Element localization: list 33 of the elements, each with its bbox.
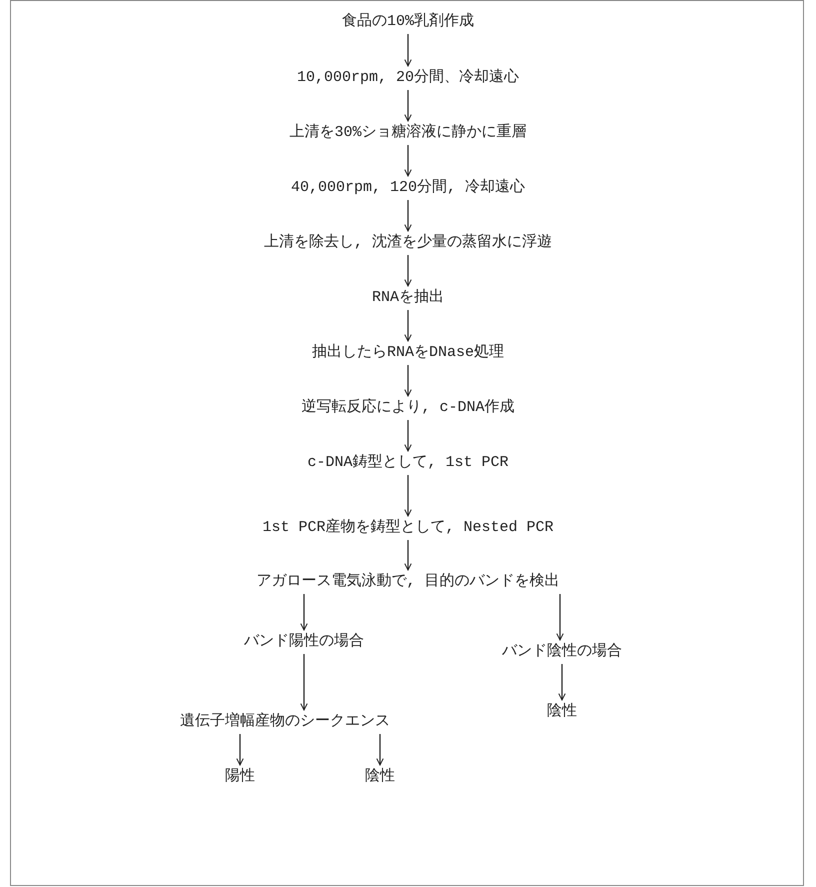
arrow (404, 310, 412, 342)
arrow (556, 594, 564, 640)
step-text: 遺伝子増幅産物のシークエンス (180, 713, 390, 731)
step-text: 抽出したらRNAをDNase処理 (312, 344, 504, 362)
step-text: 1st PCR産物を鋳型として, Nested PCR (262, 519, 554, 537)
step-text: 陰性 (365, 768, 395, 786)
arrow (404, 475, 412, 516)
arrow (404, 540, 412, 570)
step-text: 40,000rpm, 120分間, 冷却遠心 (290, 179, 526, 197)
step-text: 上清を30%ショ糖溶液に静かに重層 (290, 124, 526, 142)
arrow (404, 200, 412, 232)
arrow (300, 654, 308, 710)
arrow (558, 664, 566, 700)
step-text: 食品の10%乳剤作成 (342, 13, 474, 31)
arrow (404, 145, 412, 176)
arrow (236, 734, 244, 766)
step-text: 陰性 (547, 703, 577, 721)
arrow (404, 34, 412, 66)
step-text: 上清を除去し, 沈渣を少量の蒸留水に浮遊 (264, 234, 552, 252)
step-text: 陽性 (225, 768, 255, 786)
arrow (404, 255, 412, 286)
arrow (404, 365, 412, 396)
arrow (376, 734, 384, 766)
step-text: 逆写転反応により, c-DNA作成 (302, 399, 514, 417)
step-text: バンド陰性の場合 (502, 643, 622, 661)
step-text: 10,000rpm, 20分間、冷却遠心 (296, 69, 520, 87)
step-text: アガロース電気泳動で, 目的のバンドを検出 (256, 573, 560, 591)
arrow (404, 420, 412, 452)
arrow (404, 90, 412, 122)
step-text: RNAを抽出 (372, 289, 444, 307)
step-text: バンド陽性の場合 (244, 633, 364, 651)
step-text: c-DNA鋳型として, 1st PCR (307, 454, 509, 472)
arrow (300, 594, 308, 630)
